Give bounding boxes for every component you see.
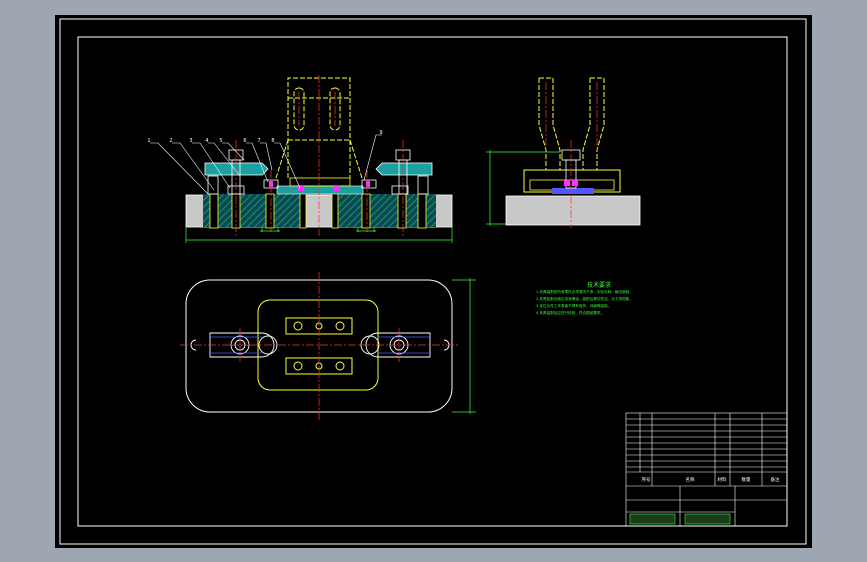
locating-block	[276, 185, 364, 195]
balloon-3: 3	[189, 138, 192, 144]
balloon-6: 6	[243, 138, 246, 144]
fixture-plan-view	[180, 272, 476, 420]
fixture-front-section-view: 1 2 3 4 5 6 7 8 9	[147, 75, 453, 243]
balloon-7: 7	[257, 138, 260, 144]
title-col-header-5: 备注	[771, 476, 780, 483]
tech-req-heading: 技术要求	[587, 281, 611, 289]
title-col-header-2: 名称	[686, 476, 695, 483]
left-clamp-plate	[204, 162, 269, 176]
technical-requirements: 技术要求 1.夹具装配前所有零件必须清洗干净，去除毛刺，棱边倒钝。 2.夹具各配…	[536, 281, 633, 315]
drawing-sheet	[55, 15, 812, 548]
balloon-4: 4	[205, 138, 208, 144]
tech-req-line-3: 3.定位元件工作表面不得有碰伤、划痕等缺陷。	[536, 303, 611, 308]
balloon-9: 9	[379, 130, 382, 136]
balloon-5: 5	[219, 138, 222, 144]
fixture-side-view	[486, 77, 641, 228]
balloon-1: 1	[147, 138, 150, 144]
balloon-2: 2	[169, 138, 172, 144]
title-block-table	[625, 412, 788, 527]
tech-req-line-2: 2.夹具各配合面应涂润滑油，装配后移动灵活，无卡滞现象。	[536, 296, 633, 301]
title-col-header-4: 数量	[742, 476, 751, 483]
tech-req-line-1: 1.夹具装配前所有零件必须清洗干净，去除毛刺，棱边倒钝。	[536, 289, 633, 294]
side-base-body	[505, 195, 641, 226]
title-col-header-3: 材料	[718, 476, 727, 483]
title-col-header-1: 序号	[642, 476, 651, 483]
tech-req-line-4: 4.夹具装配后应进行检验，符合图纸要求。	[536, 310, 604, 315]
inner-border	[77, 36, 788, 527]
hatched-section-left	[203, 194, 303, 227]
right-clamp-plate	[375, 162, 433, 176]
balloon-8: 8	[271, 138, 274, 144]
outer-border	[59, 18, 807, 545]
